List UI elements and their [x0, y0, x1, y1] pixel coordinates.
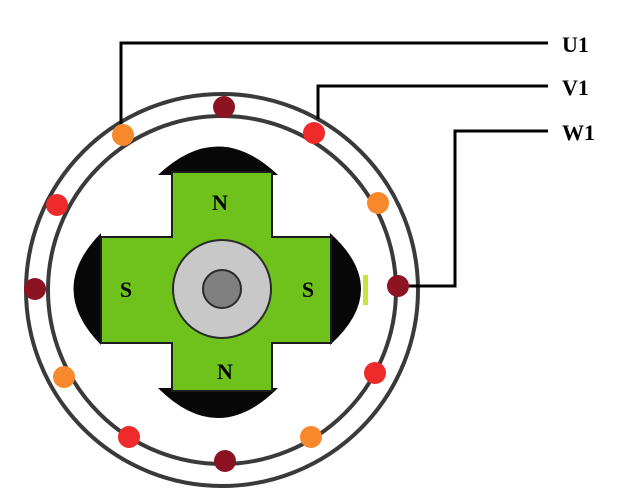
pole-label-right: S: [302, 277, 314, 302]
coil-slot-red: [364, 362, 386, 384]
coil-slots: [24, 96, 409, 472]
pole-shoe-right: [330, 233, 361, 345]
coil-slot-darkred: [24, 278, 46, 300]
terminal-label-v1: V1: [562, 75, 589, 100]
coil-slot-red: [118, 426, 140, 448]
coil-slot-orange: [300, 426, 322, 448]
coil-slot-orange: [53, 366, 75, 388]
shaft-inner: [202, 269, 242, 309]
sensor-mark: [363, 275, 368, 305]
terminal-labels: U1 V1 W1: [562, 32, 595, 145]
terminal-label-w1: W1: [562, 120, 595, 145]
coil-slot-orange: [367, 192, 389, 214]
wire-w1: [408, 129, 548, 288]
coil-slot-red: [303, 122, 325, 144]
pole-shoe-left: [73, 233, 101, 345]
wire-v1: [316, 84, 548, 119]
pole-shoe-top: [158, 146, 278, 175]
wire-u1: [119, 41, 548, 124]
coil-slot-darkred: [387, 275, 409, 297]
pole-shoe-bottom: [158, 388, 278, 418]
rotor: N N S S: [73, 146, 368, 418]
coil-slot-orange: [112, 124, 134, 146]
coil-slot-darkred: [214, 450, 236, 472]
pole-label-left: S: [120, 277, 132, 302]
pole-label-top: N: [212, 190, 228, 215]
pole-label-bottom: N: [217, 359, 233, 384]
wires: [119, 41, 548, 288]
terminal-label-u1: U1: [562, 32, 589, 57]
coil-slot-darkred: [213, 96, 235, 118]
coil-slot-red: [46, 194, 68, 216]
